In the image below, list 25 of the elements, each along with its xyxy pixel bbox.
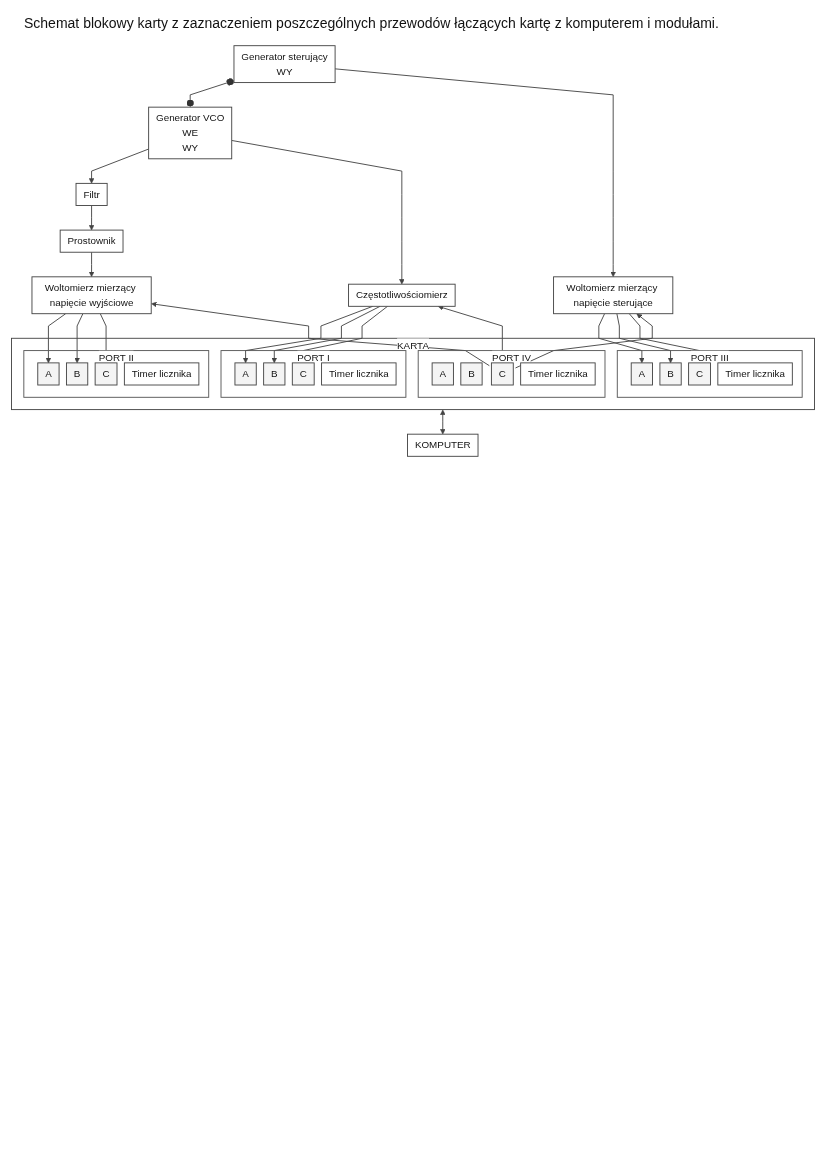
node-box: Woltomierz mierzący napięcie sterujące	[553, 276, 674, 315]
node-box: C	[94, 362, 118, 386]
node-box: KOMPUTER	[407, 433, 479, 457]
node-box: Filtr	[75, 183, 108, 207]
node-box: B	[659, 362, 682, 386]
node-box: A	[630, 362, 653, 386]
node-box: Timer licznika	[321, 362, 397, 386]
node-box: Woltomierz mierzący napięcie wyjściowe	[31, 276, 152, 315]
node-box: Timer licznika	[520, 362, 596, 386]
node-box: B	[263, 362, 286, 386]
node-box: A	[37, 362, 60, 386]
node-box: Prostownik	[59, 229, 124, 253]
diagram-title: Schemat blokowy karty z zaznaczeniem poszczególnych przewodów łączących kartę z komputerem i modułami.	[24, 14, 720, 33]
node-box: C	[490, 362, 514, 386]
node-box: Timer licznika	[717, 362, 793, 386]
node-box: A	[431, 362, 454, 386]
node-box: Timer licznika	[123, 362, 200, 386]
node-box: Generator VCO WE WY	[148, 106, 233, 160]
node-box: Częstotliwościomierz	[348, 283, 456, 307]
node-box: C	[688, 362, 711, 386]
node-box: C	[291, 362, 315, 386]
node-box: A	[234, 362, 257, 386]
node-box: B	[460, 362, 483, 386]
node-box: B	[66, 362, 89, 386]
node-box: Generator sterujący WY	[233, 45, 336, 84]
